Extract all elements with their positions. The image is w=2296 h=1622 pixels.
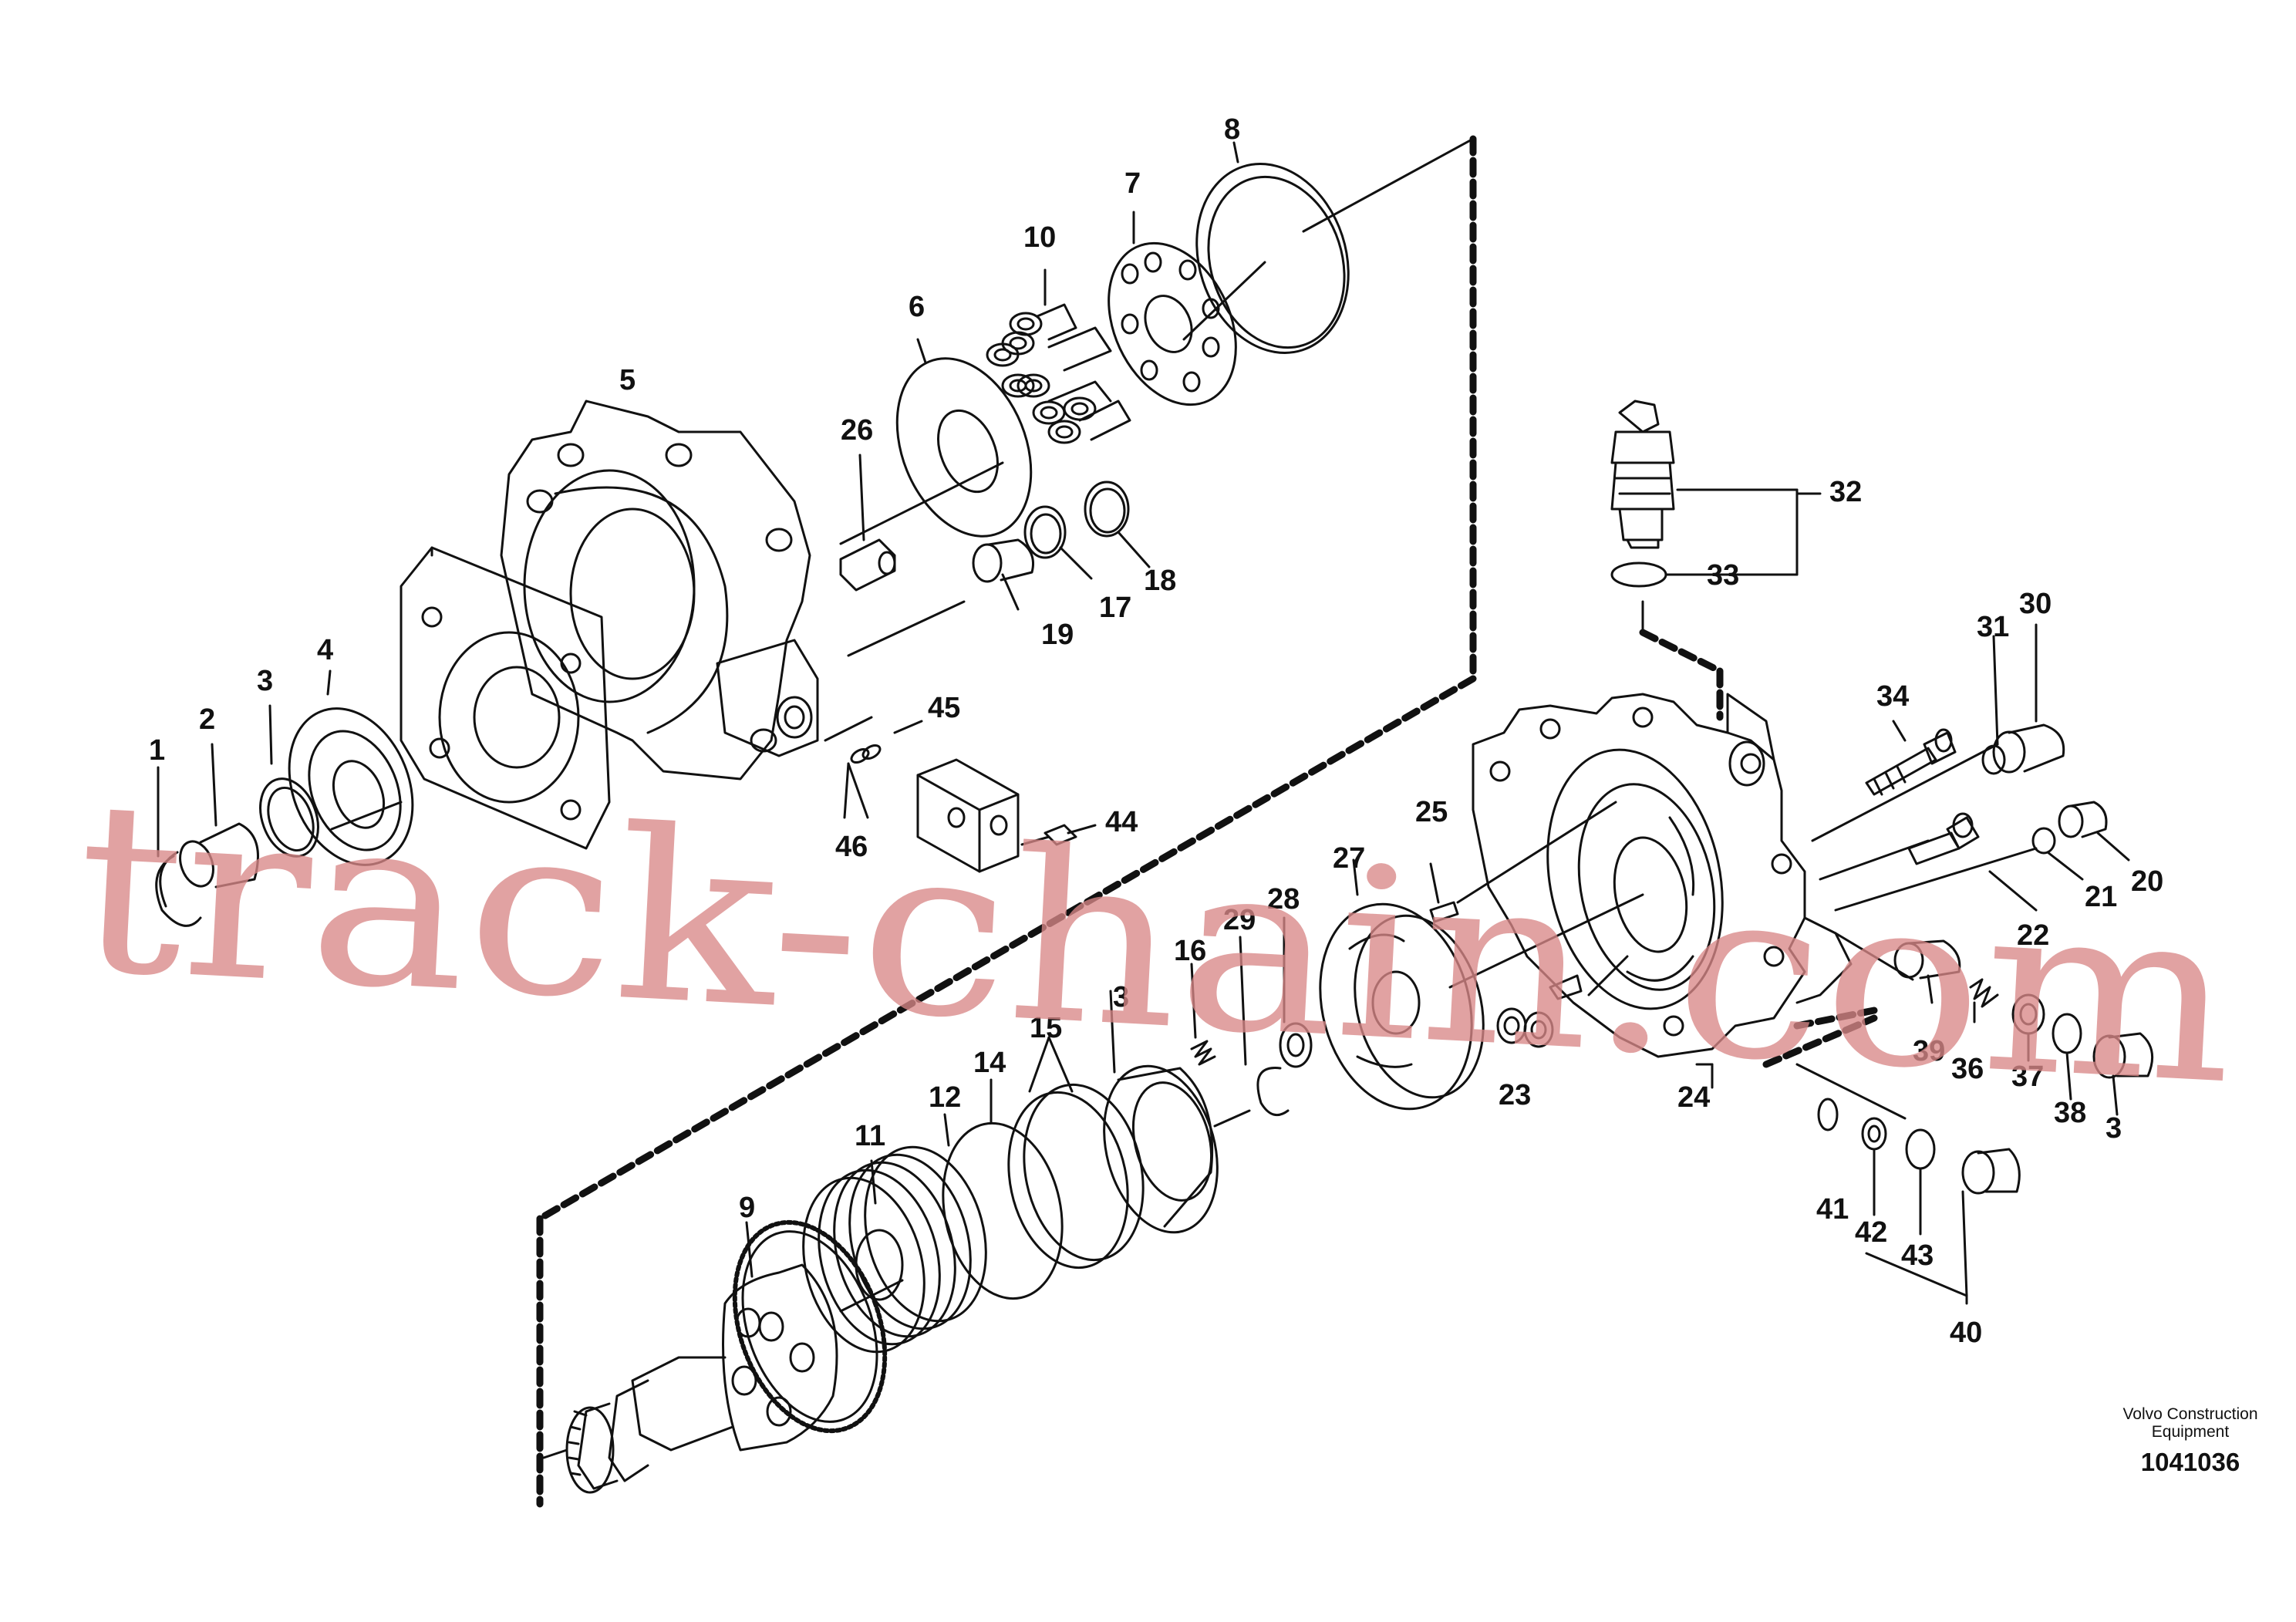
label-partial-right: 3 bbox=[2106, 1112, 2122, 1145]
output-shaft-9 bbox=[542, 1219, 904, 1494]
publisher-line-2: Equipment bbox=[2151, 1423, 2230, 1441]
label-28: 28 bbox=[1267, 883, 1300, 916]
bushing-19 bbox=[972, 538, 1034, 611]
label-10: 10 bbox=[1023, 221, 1056, 254]
label-16: 16 bbox=[1174, 935, 1206, 967]
label-3: 3 bbox=[257, 665, 273, 697]
spring-16 bbox=[1190, 963, 1216, 1066]
label-30: 30 bbox=[2019, 588, 2052, 620]
document-number: 1041036 bbox=[2140, 1448, 2240, 1476]
spring-36 bbox=[1969, 978, 1999, 1023]
plates-15 bbox=[1007, 1036, 1145, 1270]
label-6: 6 bbox=[909, 291, 925, 323]
rear-housing-24 bbox=[1448, 693, 2038, 1120]
ring-28 bbox=[1279, 916, 1313, 1068]
label-46: 46 bbox=[835, 831, 868, 863]
label-7: 7 bbox=[1124, 167, 1141, 200]
label-8: 8 bbox=[1224, 113, 1240, 146]
ring-41 bbox=[1817, 1098, 1839, 1131]
label-23: 23 bbox=[1499, 1079, 1531, 1111]
label-42: 42 bbox=[1855, 1216, 1887, 1249]
ring-17 bbox=[1023, 505, 1093, 580]
ring-38 bbox=[2052, 1013, 2082, 1101]
label-26: 26 bbox=[841, 414, 873, 447]
label-45: 45 bbox=[928, 692, 960, 724]
label-27: 27 bbox=[1333, 842, 1365, 875]
label-25: 25 bbox=[1415, 796, 1448, 828]
publisher-line-1: Volvo Construction bbox=[2122, 1405, 2258, 1423]
ring-3 bbox=[259, 704, 319, 858]
label-18: 18 bbox=[1144, 565, 1176, 597]
ring-43 bbox=[1905, 1128, 1936, 1236]
label-1: 1 bbox=[149, 734, 165, 767]
label-33: 33 bbox=[1707, 559, 1739, 592]
valve-block bbox=[843, 720, 1097, 873]
valve-plate-27 bbox=[1319, 858, 1485, 1111]
plug-35 bbox=[2092, 1032, 2154, 1116]
ring-31 bbox=[1981, 635, 2006, 775]
circlip-1 bbox=[155, 766, 202, 927]
spool-39 bbox=[1893, 939, 1961, 1004]
plug-20 bbox=[2058, 801, 2130, 862]
motor-housing bbox=[330, 400, 1004, 850]
label-2: 2 bbox=[199, 703, 215, 736]
pin-25 bbox=[1429, 862, 1459, 923]
label-40: 40 bbox=[1950, 1317, 1982, 1349]
label-15: 15 bbox=[1030, 1012, 1062, 1044]
publisher-name: Volvo Construction Equipment bbox=[2075, 1405, 2296, 1441]
label-17: 17 bbox=[1099, 592, 1131, 624]
label-5: 5 bbox=[619, 364, 636, 396]
label-12: 12 bbox=[929, 1081, 961, 1114]
label-20: 20 bbox=[2131, 865, 2163, 898]
label-14: 14 bbox=[973, 1047, 1006, 1079]
plug-40 bbox=[1865, 1148, 2021, 1305]
ring-21 bbox=[2031, 827, 2084, 881]
ring-14 bbox=[942, 1078, 1064, 1300]
label-41: 41 bbox=[1816, 1193, 1849, 1226]
pin-26 bbox=[839, 454, 896, 592]
ring-29 bbox=[1239, 936, 1290, 1117]
label-19: 19 bbox=[1041, 619, 1074, 651]
retaining-ring-8 bbox=[1182, 141, 1350, 354]
bearing-4 bbox=[288, 669, 414, 866]
label-39: 39 bbox=[1913, 1035, 1945, 1067]
bolt-22 bbox=[1907, 812, 2038, 912]
label-29: 29 bbox=[1223, 904, 1256, 936]
label-38: 38 bbox=[2054, 1097, 2086, 1129]
part-labels: 1 2 3 4 5 6 7 8 9 10 11 12 14 15 16 17 1… bbox=[149, 113, 2163, 1349]
sleeve-assembly bbox=[1103, 990, 1251, 1234]
label-9: 9 bbox=[739, 1192, 755, 1224]
label-34: 34 bbox=[1876, 680, 1909, 713]
label-24: 24 bbox=[1677, 1081, 1710, 1114]
label-11: 11 bbox=[855, 1120, 885, 1152]
plug-30 bbox=[1992, 623, 2065, 774]
ring-42 bbox=[1861, 1117, 1887, 1216]
label-32: 32 bbox=[1829, 476, 1862, 508]
ring-37 bbox=[2011, 993, 2045, 1062]
label-22: 22 bbox=[2017, 919, 2049, 952]
relief-valve-32 bbox=[1610, 400, 1822, 576]
bolt-34 bbox=[1865, 720, 1957, 796]
bushing-2 bbox=[179, 743, 259, 889]
label-21: 21 bbox=[2085, 881, 2117, 913]
thrust-plate-6 bbox=[895, 338, 1033, 538]
label-4: 4 bbox=[317, 634, 333, 666]
boundary-upper bbox=[536, 135, 1878, 1508]
label-partial-left: 3 bbox=[1113, 981, 1129, 1013]
label-31: 31 bbox=[1977, 611, 2009, 643]
label-43: 43 bbox=[1901, 1239, 1934, 1272]
watermark: track-chain.com bbox=[70, 750, 2241, 1136]
label-37: 37 bbox=[2011, 1061, 2044, 1093]
pin-23 bbox=[1549, 974, 1583, 1000]
ring-18 bbox=[1084, 481, 1151, 568]
piston-set-10 bbox=[986, 268, 1131, 444]
oring-33 bbox=[1610, 561, 1702, 588]
valve-parts-right bbox=[1496, 1007, 1554, 1048]
label-44: 44 bbox=[1105, 806, 1138, 838]
label-36: 36 bbox=[1951, 1053, 1984, 1085]
